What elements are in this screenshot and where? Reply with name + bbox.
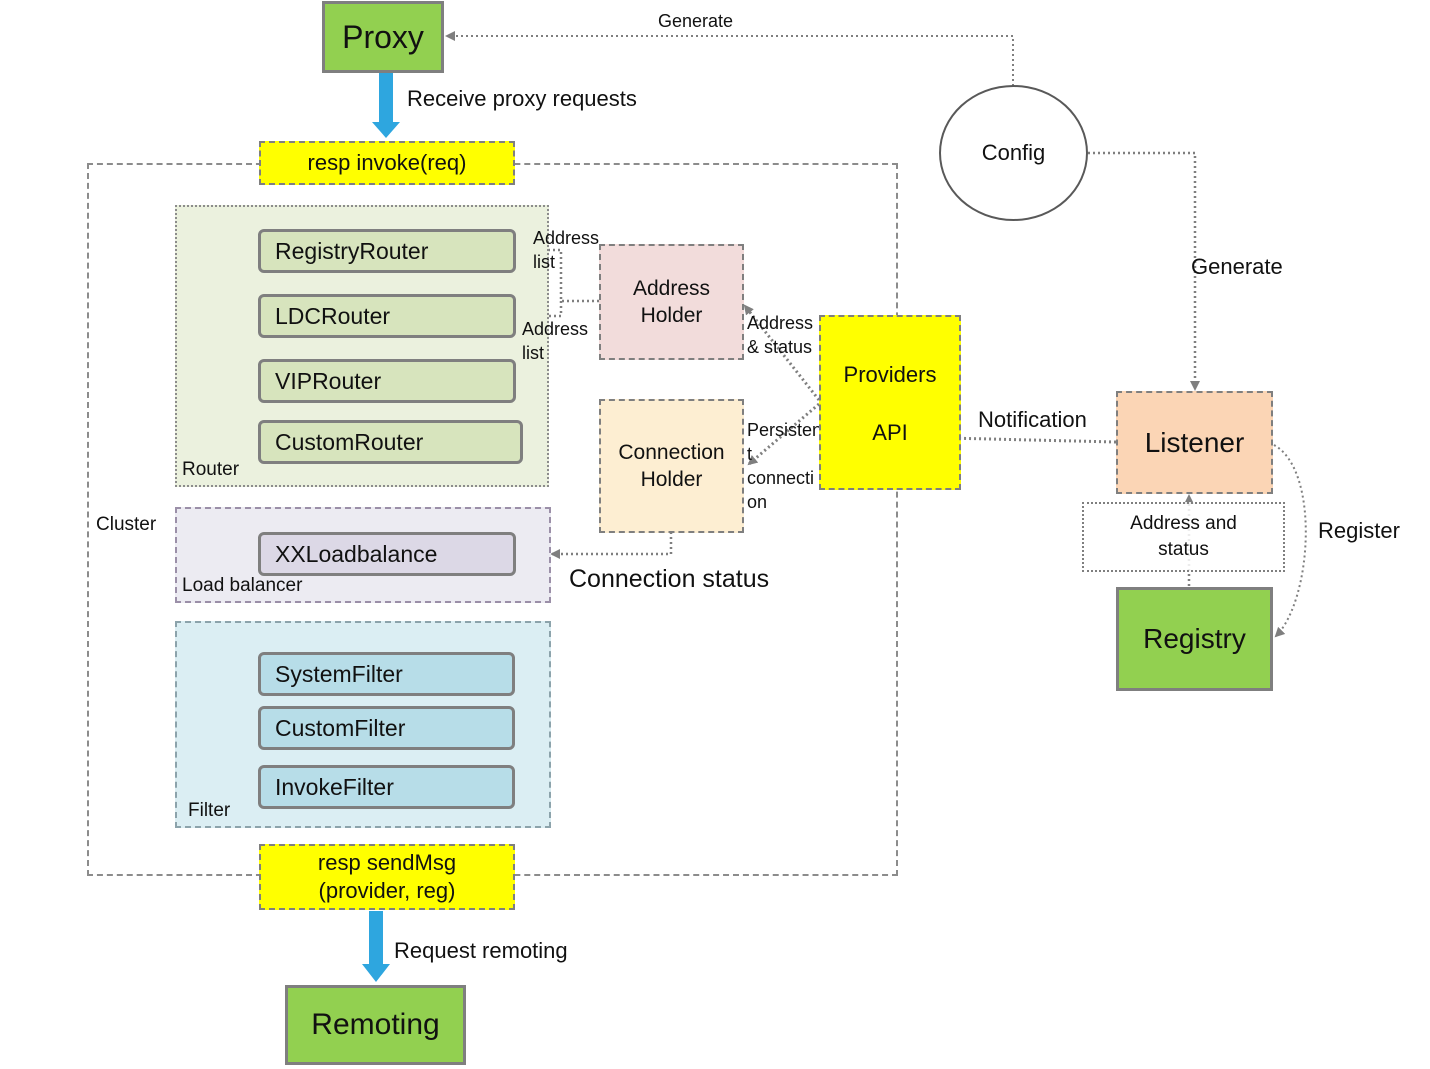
register-edge [1273, 444, 1307, 638]
generate-right-label: Generate [1191, 254, 1283, 279]
send-msg-node[interactable]: resp sendMsg (provider, reg) [259, 844, 515, 910]
registry-router[interactable]: RegistryRouter [258, 229, 516, 273]
connection-holder-node[interactable]: Connection Holder [599, 399, 744, 533]
request-remoting-label: Request remoting [394, 938, 568, 963]
custom-filter[interactable]: CustomFilter [258, 706, 515, 750]
address-and-status-line-1: Address and [1130, 513, 1237, 534]
proxy-node[interactable]: Proxy [322, 1, 444, 73]
address-and-status-line-2: status [1158, 539, 1209, 560]
registry-node[interactable]: Registry [1116, 587, 1273, 691]
connection-holder-line-2: Holder [640, 468, 703, 491]
ldc-router[interactable]: LDCRouter [258, 294, 516, 338]
address-holder-line-1: Address [632, 277, 711, 300]
register-label: Register [1318, 518, 1400, 543]
notification-edge [945, 433, 1117, 444]
providers-line-1: Providers [843, 362, 937, 387]
providers-line-2: API [872, 420, 908, 445]
address-holder-line-2: Holder [640, 304, 703, 327]
config-node[interactable]: Config [939, 85, 1088, 221]
send-msg-line-1: resp sendMsg [317, 850, 457, 875]
invoke-filter[interactable]: InvokeFilter [258, 765, 515, 809]
connection-status-label: Connection status [569, 565, 770, 593]
filter-group-label: Filter [188, 800, 231, 821]
address-status-label: Address& status [747, 313, 814, 357]
request-remoting-arrow [362, 911, 390, 982]
custom-router[interactable]: CustomRouter [258, 420, 523, 464]
cluster-label: Cluster [96, 514, 157, 535]
vip-router[interactable]: VIPRouter [258, 359, 516, 403]
generate-top-label: Generate [658, 11, 734, 31]
remoting-node[interactable]: Remoting [285, 985, 466, 1065]
generate-listener-edge [1088, 151, 1200, 391]
address-and-status-box: Address and status [1082, 502, 1285, 572]
router-group-label: Router [182, 459, 240, 480]
notification-label: Notification [978, 407, 1087, 432]
generate-proxy-edge [445, 31, 1014, 86]
load-balancer-group-label: Load balancer [182, 575, 303, 596]
providers-api-node[interactable]: Providers API [819, 315, 961, 490]
invoke-node[interactable]: resp invoke(req) [259, 141, 515, 185]
system-filter[interactable]: SystemFilter [258, 652, 515, 696]
connection-holder-line-1: Connection [618, 441, 725, 464]
send-msg-line-2: (provider, reg) [318, 878, 456, 903]
listener-node[interactable]: Listener [1116, 391, 1273, 494]
receive-arrow [372, 72, 400, 138]
address-holder-node[interactable]: Address Holder [599, 244, 744, 360]
receive-label: Receive proxy requests [407, 86, 637, 111]
xx-loadbalance[interactable]: XXLoadbalance [258, 532, 516, 576]
connection-status-edge [550, 532, 673, 559]
providers-to-connection-holder-edge [747, 402, 820, 466]
